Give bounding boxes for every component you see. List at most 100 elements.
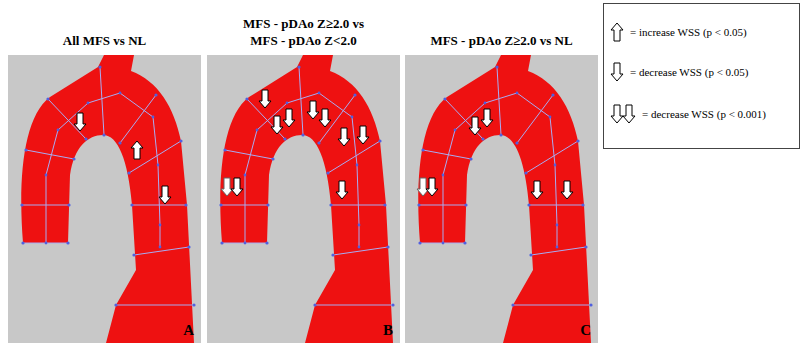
decrease-arrow — [417, 178, 429, 196]
segment-dot — [98, 65, 101, 68]
centerline-dot — [442, 242, 445, 245]
segment-line — [315, 305, 393, 306]
segment-dot — [219, 203, 222, 206]
segment-dot — [118, 141, 121, 144]
centerline-dot — [159, 224, 162, 227]
decrease-arrow — [561, 181, 573, 199]
segment-dot — [271, 157, 274, 160]
panel-title: MFS - pDAo Z≥2.0 vs NL — [428, 32, 576, 49]
segment-dot — [463, 241, 466, 244]
centerline-dot — [119, 92, 122, 95]
decrease-arrow — [623, 105, 635, 123]
centerline-dot — [57, 129, 60, 132]
segment-dot — [417, 203, 420, 206]
segment-dot — [301, 133, 304, 136]
segment-dot — [20, 203, 23, 206]
segment-line — [420, 243, 465, 244]
segment-dot — [527, 203, 530, 206]
segment-line — [48, 99, 86, 139]
segment-line — [333, 247, 388, 255]
decrease-arrow — [221, 178, 233, 196]
segment-dot — [378, 139, 381, 142]
centerline-dot — [554, 164, 557, 167]
decrease-arrow — [74, 113, 86, 131]
segment-line — [26, 150, 74, 159]
segment-line — [419, 205, 466, 206]
segment-line — [526, 141, 578, 173]
segment-dot — [529, 253, 532, 256]
segment-dot — [329, 203, 332, 206]
segment-line — [531, 247, 586, 255]
segment-line — [497, 67, 501, 135]
legend-entry: = decrease WSS (p < 0.001) — [610, 104, 766, 124]
legend-symbol — [610, 22, 624, 42]
segment-dot — [464, 203, 467, 206]
segment-dot — [584, 245, 587, 248]
decrease-arrow — [426, 178, 438, 196]
segment-dot — [102, 133, 105, 136]
segment-dot — [67, 203, 70, 206]
segment-line — [513, 305, 591, 306]
decrease-arrow — [159, 186, 171, 204]
decrease-arrow — [357, 126, 369, 144]
segment-dot — [326, 171, 329, 174]
decrease-arrow — [283, 109, 295, 127]
centerline-dot — [159, 246, 162, 249]
segment-dot — [132, 253, 135, 256]
panel-letter: B — [383, 322, 393, 339]
legend-label: = decrease WSS (p < 0.001) — [642, 108, 766, 120]
segment-dot — [313, 303, 316, 306]
panel-title: All MFS vs NL — [20, 32, 190, 49]
segment-dot — [114, 303, 117, 306]
segment-dot — [421, 148, 424, 151]
centerline-dot — [318, 92, 321, 95]
decrease-arrow — [338, 128, 350, 146]
segment-dot — [317, 141, 320, 144]
segment-dot — [581, 203, 584, 206]
segment-dot — [130, 203, 133, 206]
decrease-arrow — [531, 181, 543, 199]
decrease-arrow — [259, 90, 271, 108]
segment-dot — [46, 97, 49, 100]
segment-dot — [223, 148, 226, 151]
segment-dot — [331, 253, 334, 256]
segment-line — [445, 99, 483, 139]
segment-dot — [495, 65, 498, 68]
segment-dot — [383, 203, 386, 206]
segment-line — [132, 205, 186, 206]
panel-letter: C — [580, 322, 591, 339]
segment-dot — [418, 241, 421, 244]
panel-title: MFS - pDAo Z≥2.0 vs MFS - pDAo Z<2.0 — [230, 15, 378, 49]
segment-dot — [66, 241, 69, 244]
increase-arrow — [611, 23, 623, 41]
centerline-dot — [556, 246, 559, 249]
segment-dot — [127, 171, 130, 174]
centerline-dot — [454, 129, 457, 132]
segment-dot — [391, 303, 394, 306]
segment-dot — [524, 171, 527, 174]
legend-entry: = decrease WSS (p < 0.05) — [610, 62, 749, 82]
centerline-dot — [516, 92, 519, 95]
increase-arrow — [131, 141, 143, 159]
segment-dot — [72, 157, 75, 160]
centerline-dot — [351, 116, 354, 119]
segment-line — [129, 141, 181, 173]
segment-dot — [353, 93, 356, 96]
aorta-illustration — [207, 55, 400, 343]
figure-panel: All MFS vs NLA — [8, 55, 201, 343]
legend-label: = increase WSS (p < 0.05) — [630, 26, 747, 38]
figure-panel: MFS - pDAo Z≥2.0 vs NLC — [405, 55, 598, 343]
centerline-dot — [256, 129, 259, 132]
segment-line — [100, 67, 104, 135]
segment-line — [134, 247, 189, 255]
decrease-arrow — [271, 116, 283, 134]
segment-line — [299, 67, 303, 135]
aorta-silhouette — [418, 55, 591, 343]
centerline-dot — [45, 242, 48, 245]
aorta-silhouette — [220, 55, 393, 343]
segment-dot — [179, 139, 182, 142]
segment-line — [423, 150, 471, 159]
decrease-arrow — [231, 178, 243, 196]
legend-entry: = increase WSS (p < 0.05) — [610, 22, 747, 42]
